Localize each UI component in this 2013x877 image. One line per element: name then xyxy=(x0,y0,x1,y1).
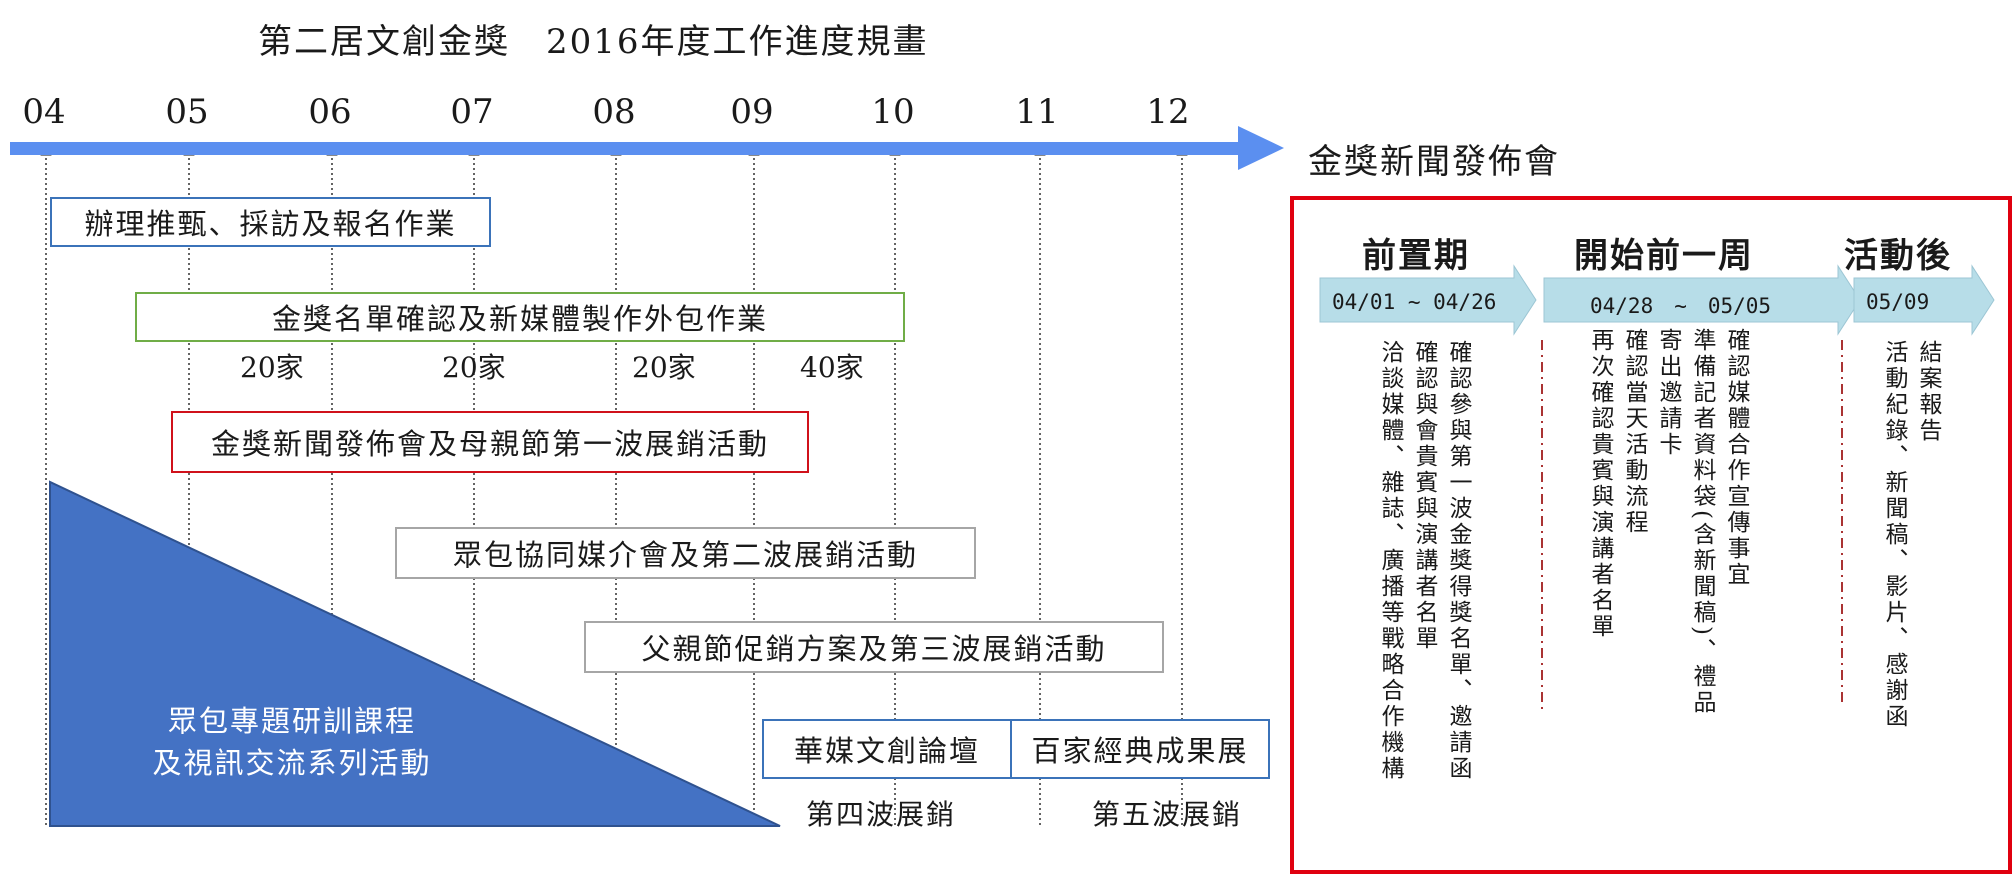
phase-title-after: 活動後 xyxy=(1844,236,1952,276)
count-label: 40家 xyxy=(800,351,864,384)
phase-item: 結案報告 xyxy=(1915,340,1941,444)
month-label: 07 xyxy=(450,92,494,132)
phase-title-pre: 前置期 xyxy=(1362,236,1470,276)
phase-item: 寄出邀請卡 xyxy=(1655,328,1681,458)
phase-arrow-pre xyxy=(1319,264,1537,336)
wave-label: 第五波展銷 xyxy=(1092,798,1243,831)
phase-item: 確認媒體合作宣傳事宜 xyxy=(1723,328,1749,588)
phase-range-pre: 04/01 ~ 04/26 xyxy=(1332,290,1497,314)
phase-item: 活動紀錄、新聞稿、影片、感謝函 xyxy=(1881,340,1907,730)
workshop-triangle xyxy=(49,480,781,827)
phase-arrow-week xyxy=(1543,264,1861,336)
task-box-forum: 華媒文創論壇 xyxy=(762,719,1012,779)
count-label: 20家 xyxy=(240,351,304,384)
triangle-line: 及視訊交流系列活動 xyxy=(152,746,432,780)
wave-label: 第四波展銷 xyxy=(806,798,957,831)
task-box-third-wave: 父親節促銷方案及第三波展銷活動 xyxy=(584,621,1164,673)
task-box-launch: 金獎新聞發佈會及母親節第一波展銷活動 xyxy=(171,411,809,473)
task-label: 百家經典成果展 xyxy=(1031,734,1249,768)
count-label: 20家 xyxy=(442,351,506,384)
month-label: 11 xyxy=(1015,92,1059,132)
task-box-nomination: 辦理推甄、採訪及報名作業 xyxy=(50,197,491,247)
task-label: 華媒文創論壇 xyxy=(793,734,980,768)
triangle-caption: 眾包專題研訓課程 及視訊交流系列活動 xyxy=(122,700,462,784)
timeline-arrow xyxy=(10,126,1284,170)
month-label: 09 xyxy=(730,92,774,132)
phase-item: 確認當天活動流程 xyxy=(1621,328,1647,536)
phase-range-week: 04/28 ~ 05/05 xyxy=(1590,294,1772,318)
task-box-exhibition: 百家經典成果展 xyxy=(1010,719,1270,779)
phase-item: 確認參與第一波金獎得獎名單、邀請函 xyxy=(1445,340,1471,782)
month-label: 04 xyxy=(22,92,66,132)
month-label: 10 xyxy=(871,92,915,132)
task-label: 眾包協同媒介會及第二波展銷活動 xyxy=(452,538,918,572)
phase-title-week: 開始前一周 xyxy=(1574,236,1754,276)
count-label: 20家 xyxy=(632,351,696,384)
task-label: 父親節促銷方案及第三波展銷活動 xyxy=(641,632,1107,666)
task-label: 辦理推甄、採訪及報名作業 xyxy=(84,207,457,241)
task-label: 金獎名單確認及新媒體製作外包作業 xyxy=(271,302,768,336)
task-label: 金獎新聞發佈會及母親節第一波展銷活動 xyxy=(210,427,769,461)
phase-item: 確認與會貴賓與演講者名單 xyxy=(1411,340,1437,652)
phase-item: 再次確認貴賓與演講者名單 xyxy=(1587,328,1613,640)
month-label: 06 xyxy=(308,92,352,132)
phase-item: 洽談媒體、雜誌、廣播等戰略合作機構 xyxy=(1377,340,1403,782)
month-label: 08 xyxy=(592,92,636,132)
page-title: 第二居文創金獎 2016年度工作進度規畫 xyxy=(258,22,929,62)
phase-arrow-after xyxy=(1853,264,1995,336)
triangle-line: 眾包專題研訓課程 xyxy=(167,704,416,738)
month-label: 12 xyxy=(1146,92,1190,132)
month-label: 05 xyxy=(165,92,209,132)
phase-graphics xyxy=(1319,264,1995,710)
phase-range-after: 05/09 xyxy=(1866,290,1930,314)
launch-phases-panel: 前置期 04/01 ~ 04/26 確認參與第一波金獎得獎名單、邀請函 確認與會… xyxy=(1290,196,2012,874)
task-box-outsourcing: 金獎名單確認及新媒體製作外包作業 xyxy=(135,292,905,342)
launch-event-label: 金獎新聞發佈會 xyxy=(1308,142,1560,182)
phase-item: 準備記者資料袋(含新聞稿)、禮品 xyxy=(1689,328,1715,716)
task-box-second-wave: 眾包協同媒介會及第二波展銷活動 xyxy=(395,527,976,579)
